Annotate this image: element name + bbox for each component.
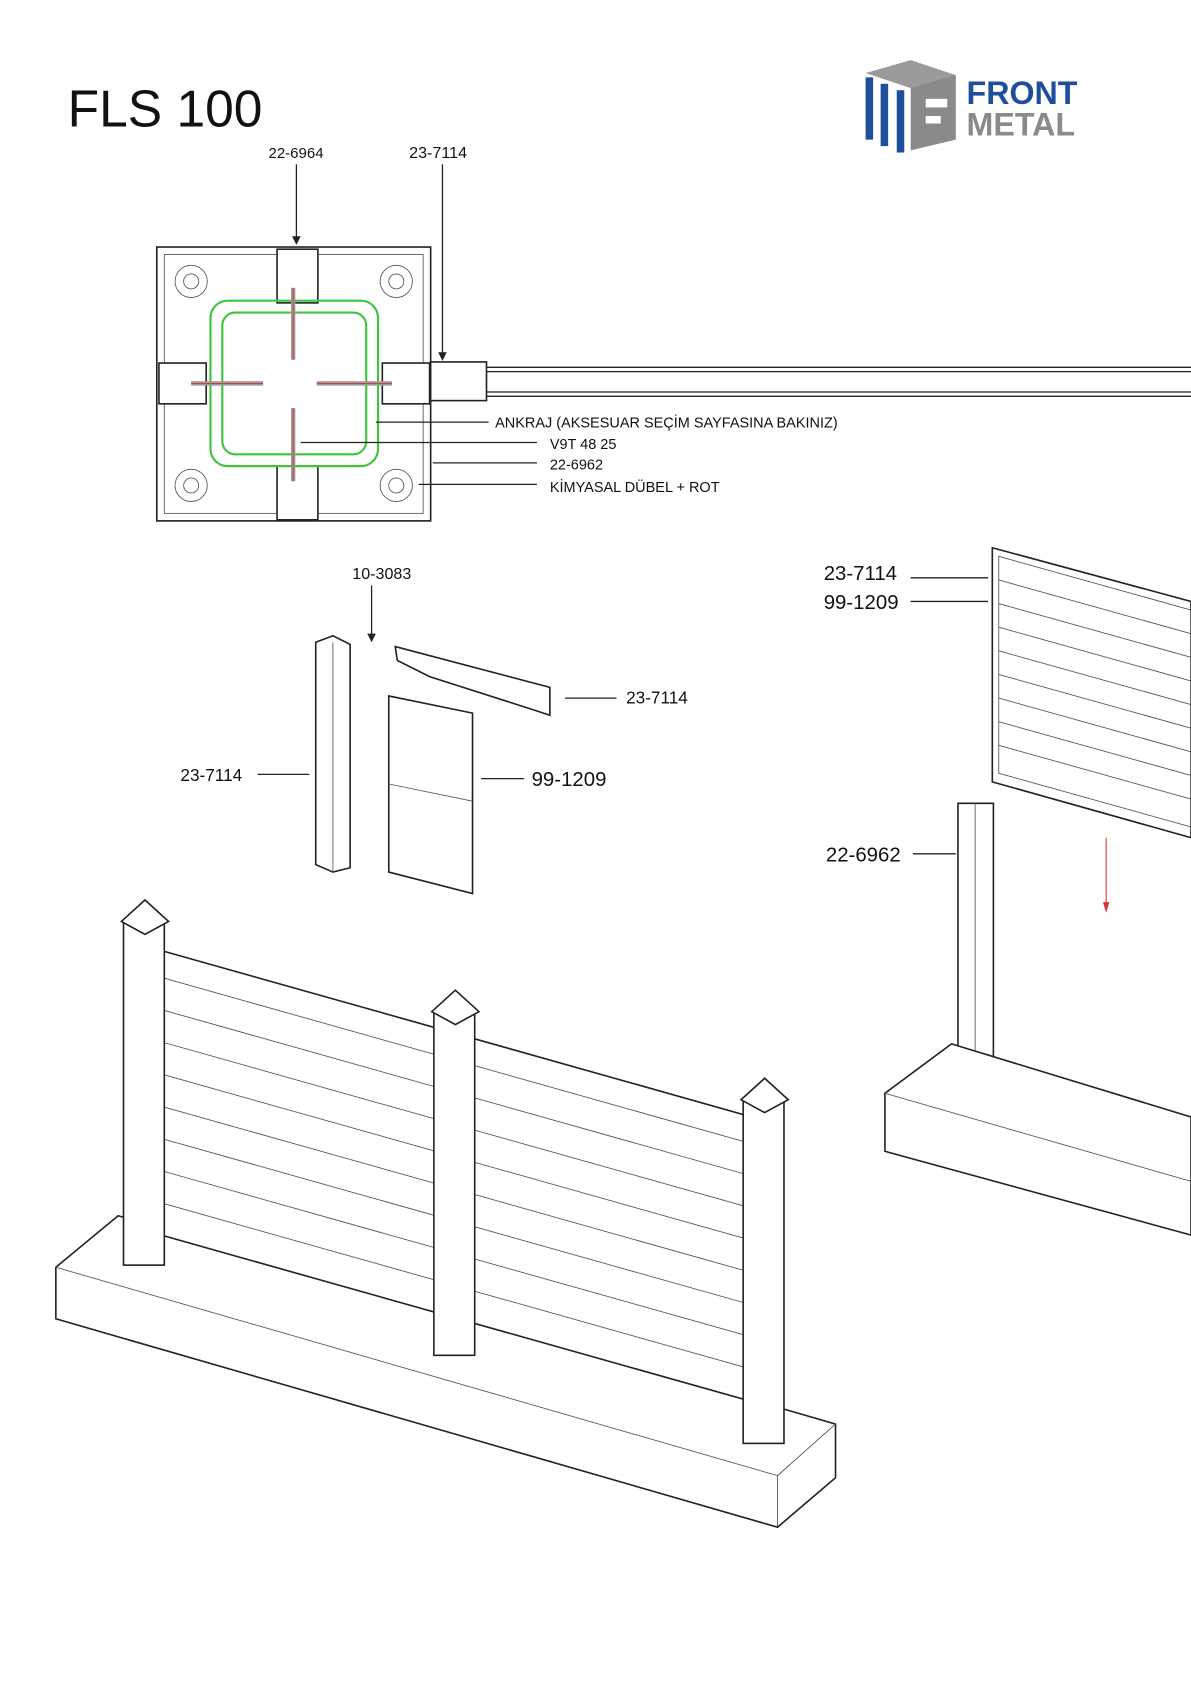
fence-post-left: [119, 898, 170, 1266]
callout-screw: V9T 48 25: [550, 437, 617, 453]
label-23-7114: 23-7114: [409, 144, 467, 162]
logo-text-front: FRONT: [967, 75, 1078, 111]
label-23-7114-post: 23-7114: [180, 765, 242, 785]
label-22-6962-side: 22-6962: [826, 844, 901, 866]
label-10-3083: 10-3083: [352, 565, 411, 583]
front-metal-logo: FRONT METAL: [865, 60, 1078, 153]
logo-text-metal: METAL: [967, 106, 1076, 142]
label-99-1209-panel: 99-1209: [532, 769, 607, 791]
side-assembly-view: 23-7114 99-1209 22-6962: [824, 546, 1191, 1236]
post-cross-section: 22-6964 23-7114 ANKRAJ (AKSESUAR SEÇİM S…: [155, 144, 1191, 522]
callout-dowel: KİMYASAL DÜBEL + ROT: [550, 478, 720, 496]
fence-post-middle: [430, 989, 481, 1357]
label-22-6964: 22-6964: [268, 145, 323, 162]
label-23-7114-rail: 23-7114: [626, 687, 688, 707]
label-99-1209-side: 99-1209: [824, 592, 899, 614]
exploded-view: 10-3083 23-7114 23-7114 99-1209: [180, 565, 688, 895]
callout-ankraj: ANKRAJ (AKSESUAR SEÇİM SAYFASINA BAKINIZ…: [495, 413, 838, 431]
fence-post-right: [739, 1077, 790, 1445]
label-23-7114-side: 23-7114: [824, 563, 897, 585]
callout-post: 22-6962: [550, 457, 603, 473]
fence-perspective-view: [55, 898, 837, 1529]
page-title: FLS 100: [68, 80, 263, 138]
